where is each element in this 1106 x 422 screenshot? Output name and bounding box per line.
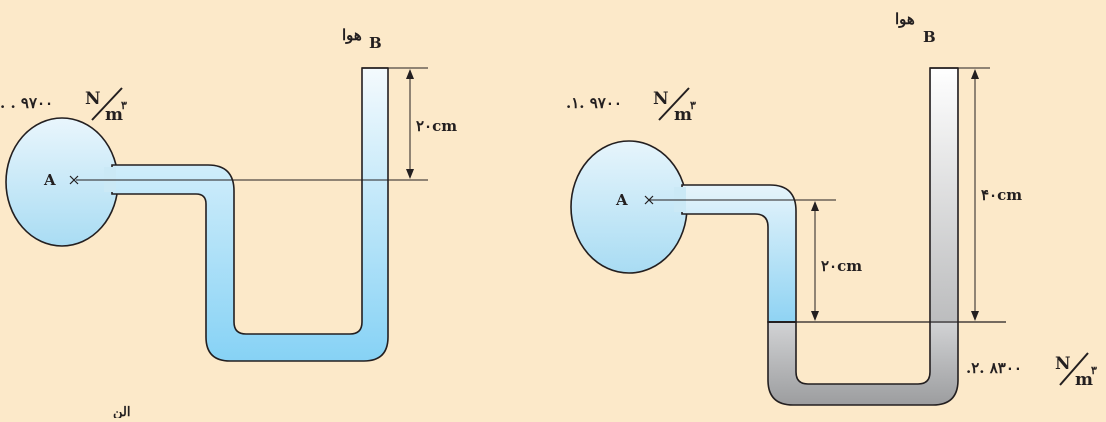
right-liquid-tube	[681, 184, 797, 323]
left-point-a-label: A	[43, 171, 56, 189]
left-density-unit-m: m	[105, 105, 123, 125]
left-point-b-label: B	[369, 34, 382, 52]
right-top-density-unit-n: N	[653, 89, 669, 109]
right-top-density-unit-exp: ۳	[690, 99, 696, 112]
left-density-slash	[91, 87, 123, 121]
left-bulb	[5, 117, 119, 247]
right-top-density-slash	[658, 87, 690, 121]
left-air-label: هوا	[342, 26, 362, 44]
left-tube	[111, 67, 389, 362]
right-point-a-label: A	[615, 191, 628, 209]
right-manometer: A B هوا ۴۰cm ۲۰cm .۱. ۹۷۰۰ N m ۳ .۲. ۸۳۰…	[566, 10, 1097, 406]
left-density-unit-exp: ۳	[121, 99, 127, 112]
right-height-label-upper: ۴۰cm	[981, 186, 1022, 204]
right-top-density-value: .۱. ۹۷۰۰	[566, 94, 622, 112]
right-height-label-lower: ۲۰cm	[821, 257, 862, 275]
right-bottom-density-unit-m: m	[1075, 370, 1093, 390]
footer-fragment: الن	[113, 405, 130, 418]
right-bottom-density-value: .۲. ۸۳۰۰	[966, 359, 1022, 377]
right-point-b-label: B	[923, 28, 936, 46]
right-bottom-density-unit-n: N	[1055, 354, 1071, 374]
right-air-label: هوا	[895, 10, 915, 28]
right-top-density-unit-m: m	[674, 105, 692, 125]
left-height-label: ۲۰cm	[416, 117, 457, 135]
right-bulb	[570, 140, 688, 274]
left-density-unit-n: N	[85, 89, 101, 109]
right-bottom-density-unit-exp: ۳	[1091, 364, 1097, 377]
left-manometer: A B هوا ۲۰cm . . ۹۷۰۰ N m ۳	[0, 26, 457, 362]
right-bottom-density-slash	[1059, 352, 1089, 386]
left-density-value: . . ۹۷۰۰	[0, 94, 53, 112]
